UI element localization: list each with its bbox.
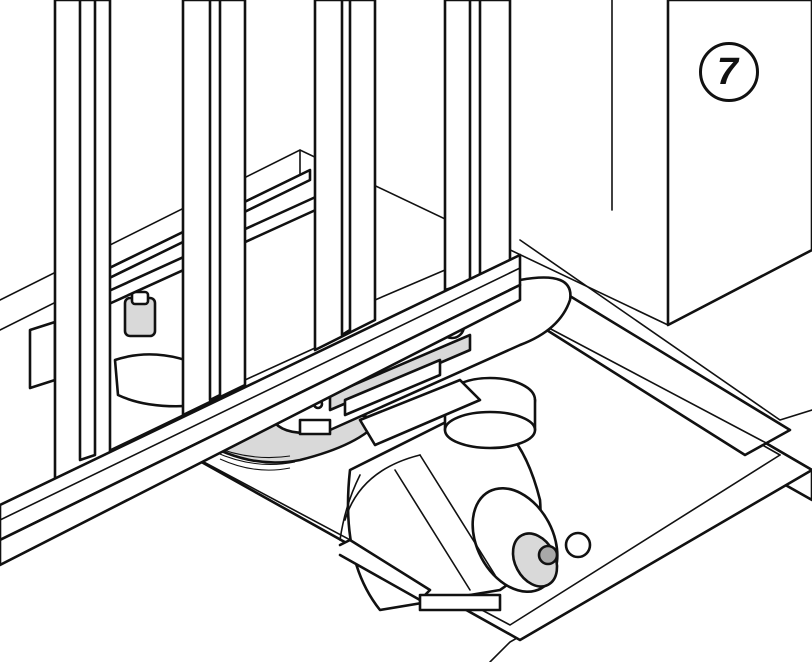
step-number-badge: 7 bbox=[699, 42, 759, 102]
release-lever bbox=[418, 593, 502, 612]
step-number: 7 bbox=[716, 51, 739, 93]
motor-cable bbox=[338, 474, 432, 602]
gate-frame bbox=[0, 0, 522, 567]
gear-motor bbox=[344, 408, 592, 612]
